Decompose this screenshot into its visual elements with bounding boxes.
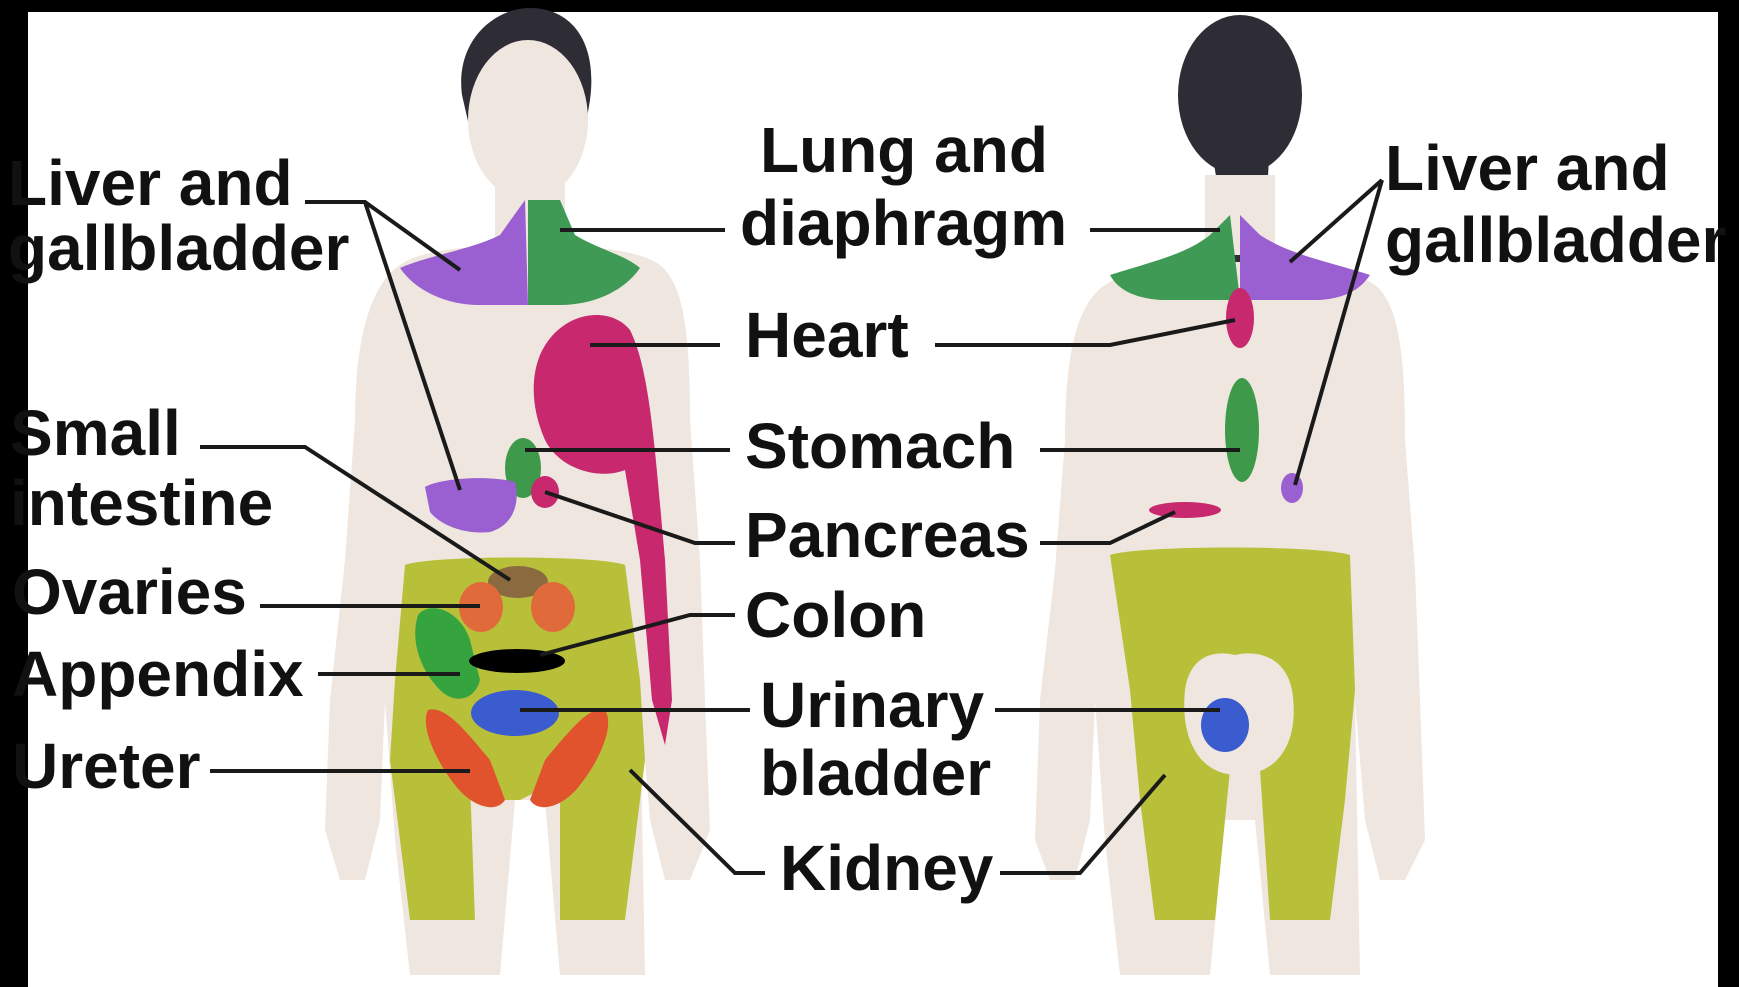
label-colon: Colon	[745, 579, 926, 651]
back-urinary-bladder-region	[1201, 698, 1249, 752]
labels: Liver and gallbladder Small intestine Ov…	[8, 114, 1726, 904]
back-heart-region	[1226, 288, 1254, 348]
label-appendix: Appendix	[12, 638, 304, 710]
label-liver-gallbladder-front-2: gallbladder	[8, 212, 349, 284]
front-figure	[325, 8, 710, 975]
label-lung-diaphragm-2: diaphragm	[740, 187, 1067, 259]
label-pancreas: Pancreas	[745, 499, 1030, 571]
label-ovaries: Ovaries	[12, 556, 247, 628]
label-stomach: Stomach	[745, 410, 1015, 482]
label-small-intestine-2: intestine	[10, 467, 273, 539]
label-heart: Heart	[745, 299, 909, 371]
back-stomach-region	[1225, 378, 1259, 482]
back-lung-diaphragm-shoulder	[1110, 215, 1240, 300]
label-liver-gallbladder-back-1: Liver and	[1385, 132, 1670, 204]
back-figure	[1035, 15, 1425, 975]
label-lung-diaphragm-1: Lung and	[760, 114, 1048, 186]
leader-liver-back-1	[1290, 180, 1382, 262]
label-urinary-bladder-2: bladder	[760, 737, 991, 809]
label-kidney: Kidney	[780, 832, 994, 904]
label-small-intestine-1: Small	[10, 397, 181, 469]
back-gallbladder-dot	[1281, 473, 1303, 503]
label-liver-gallbladder-back-2: gallbladder	[1385, 204, 1726, 276]
front-ovary-right	[531, 582, 575, 632]
back-pancreas-region	[1149, 502, 1221, 518]
front-urinary-bladder-region	[471, 690, 559, 736]
label-urinary-bladder-1: Urinary	[760, 669, 985, 741]
label-ureter: Ureter	[12, 730, 201, 802]
label-liver-gallbladder-front-1: Liver and	[8, 147, 293, 219]
